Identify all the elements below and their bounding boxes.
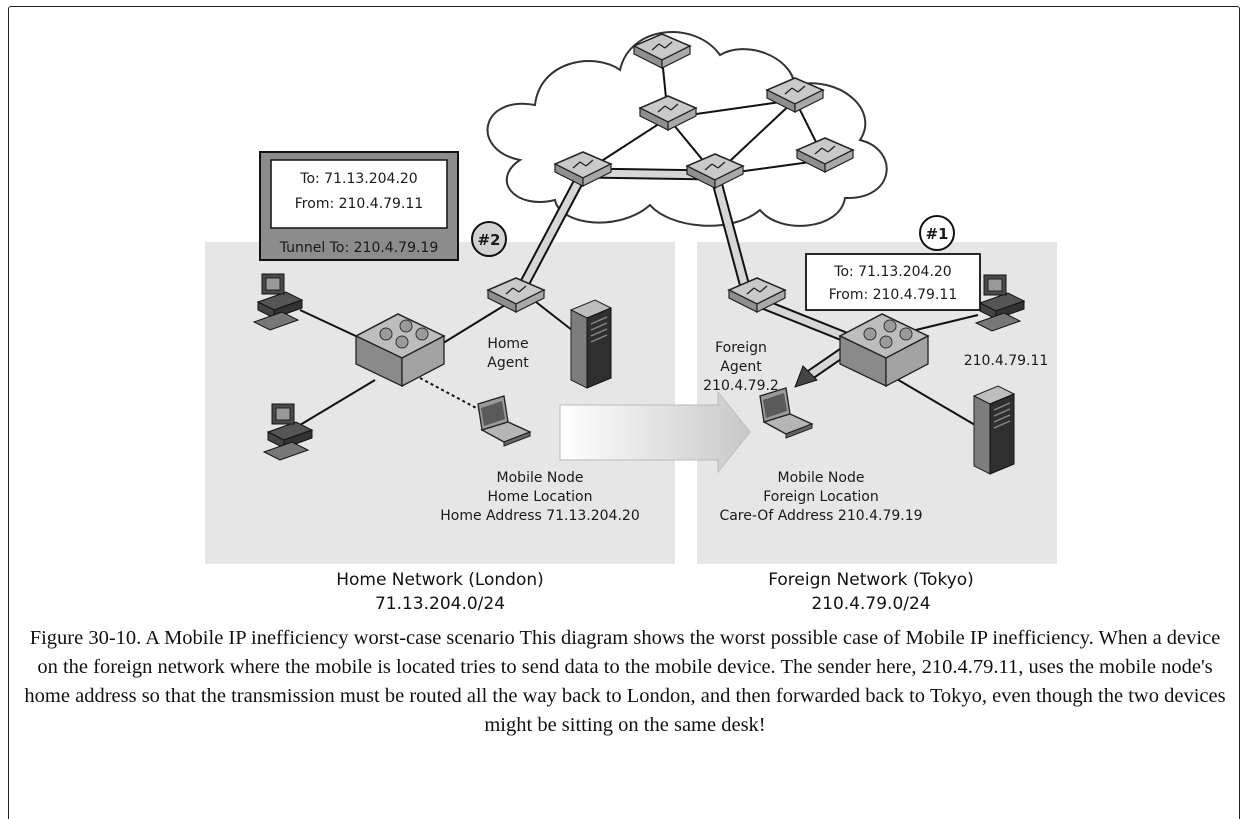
movement-arrow	[559, 390, 751, 474]
local-packet-box: To: 71.13.204.20 From: 210.4.79.11	[805, 253, 981, 311]
figure-caption: Figure 30-10. A Mobile IP inefficiency w…	[24, 627, 1226, 736]
home-network-subnet: 71.13.204.0/24	[375, 594, 505, 614]
svg-text:#1: #1	[925, 225, 948, 243]
internet-cloud	[486, 31, 888, 227]
mobile-foreign-label-line: Foreign Location	[763, 489, 879, 505]
foreign-agent-address: 210.4.79.2	[703, 378, 779, 394]
home-server	[570, 299, 612, 389]
local-packet-to: To: 71.13.204.20	[833, 264, 951, 280]
mobile-home-label-line: Mobile Node	[497, 470, 584, 486]
mobile-ip-diagram: To: 71.13.204.20 From: 210.4.79.11 Tunne…	[205, 31, 1057, 614]
foreign-network-name: Foreign Network (Tokyo)	[768, 570, 974, 590]
local-packet-from: From: 210.4.79.11	[829, 287, 957, 303]
home-agent-label-line: Home	[487, 336, 528, 352]
step-badge-1: #1	[919, 215, 955, 251]
tunnel-packet-box: To: 71.13.204.20 From: 210.4.79.11 Tunne…	[259, 151, 459, 261]
foreign-server	[973, 385, 1015, 475]
home-links	[299, 301, 578, 426]
foreign-agent-label-line: Agent	[720, 359, 762, 375]
home-network-name: Home Network (London)	[336, 570, 544, 590]
sender-address-label: 210.4.79.11	[964, 353, 1049, 369]
foreign-agent-label-line: Foreign	[715, 340, 767, 356]
home-agent-label-line: Agent	[487, 355, 529, 371]
mobile-foreign-label-line: Mobile Node	[778, 470, 865, 486]
mobile-home-address: Home Address 71.13.204.20	[440, 508, 640, 524]
mobile-care-of-address: Care-Of Address 210.4.79.19	[719, 508, 922, 524]
mobile-home-label-line: Home Location	[487, 489, 592, 505]
svg-text:#2: #2	[477, 231, 500, 249]
tunnel-packet-to: To: 71.13.204.20	[299, 171, 417, 187]
figure-frame	[8, 6, 1240, 819]
tunnel-packet-tunnel: Tunnel To: 210.4.79.19	[279, 240, 439, 256]
step-badge-2: #2	[471, 221, 507, 257]
foreign-network-subnet: 210.4.79.0/24	[811, 594, 930, 614]
tunnel-packet-from: From: 210.4.79.11	[295, 196, 423, 212]
